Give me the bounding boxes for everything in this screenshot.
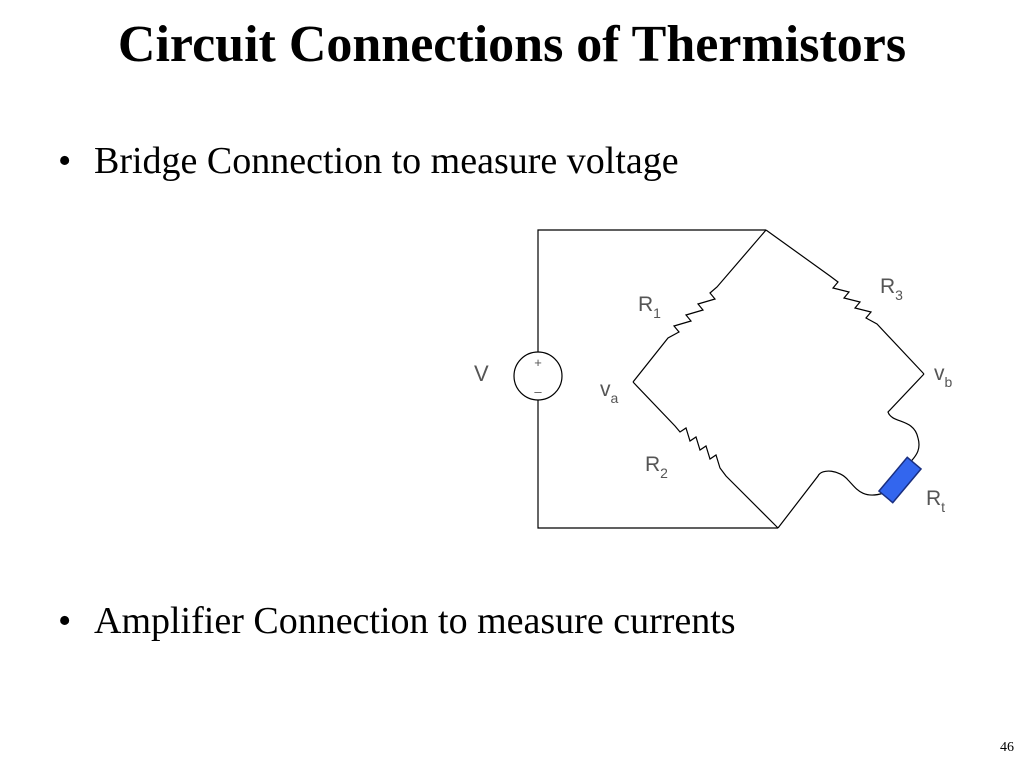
resistor-label-rt: Rt	[926, 487, 945, 515]
r2-branch	[632, 381, 779, 529]
resistor-label-r1: R1	[638, 293, 661, 321]
r1-branch	[632, 229, 767, 383]
bullet-bridge-connection: • Bridge Connection to measure voltage	[58, 138, 679, 184]
resistor-label-r2: R2	[645, 453, 668, 481]
source-label-v: V	[474, 361, 489, 386]
node-label-vb: vb	[934, 362, 953, 390]
bullet-marker: •	[58, 140, 72, 182]
voltage-source	[513, 351, 563, 401]
bullet-text: Bridge Connection to measure voltage	[94, 140, 679, 182]
thermistor-rt	[877, 456, 923, 504]
rt-branch-upper	[887, 373, 925, 464]
r3-branch	[765, 229, 925, 375]
bullet-text: Amplifier Connection to measure currents	[94, 600, 736, 642]
page-number: 46	[1000, 740, 1014, 755]
rt-branch-lower	[777, 470, 885, 529]
source-wire-top	[537, 229, 766, 352]
source-wire-bottom	[537, 400, 778, 529]
bullet-amplifier-connection: • Amplifier Connection to measure current…	[58, 598, 736, 644]
source-plus-sign: +	[534, 355, 542, 370]
source-minus-sign: –	[534, 384, 542, 399]
bullet-marker: •	[58, 600, 72, 642]
node-label-va: va	[600, 378, 619, 406]
slide-title: Circuit Connections of Thermistors	[117, 16, 907, 73]
resistor-label-r3: R3	[880, 275, 903, 303]
